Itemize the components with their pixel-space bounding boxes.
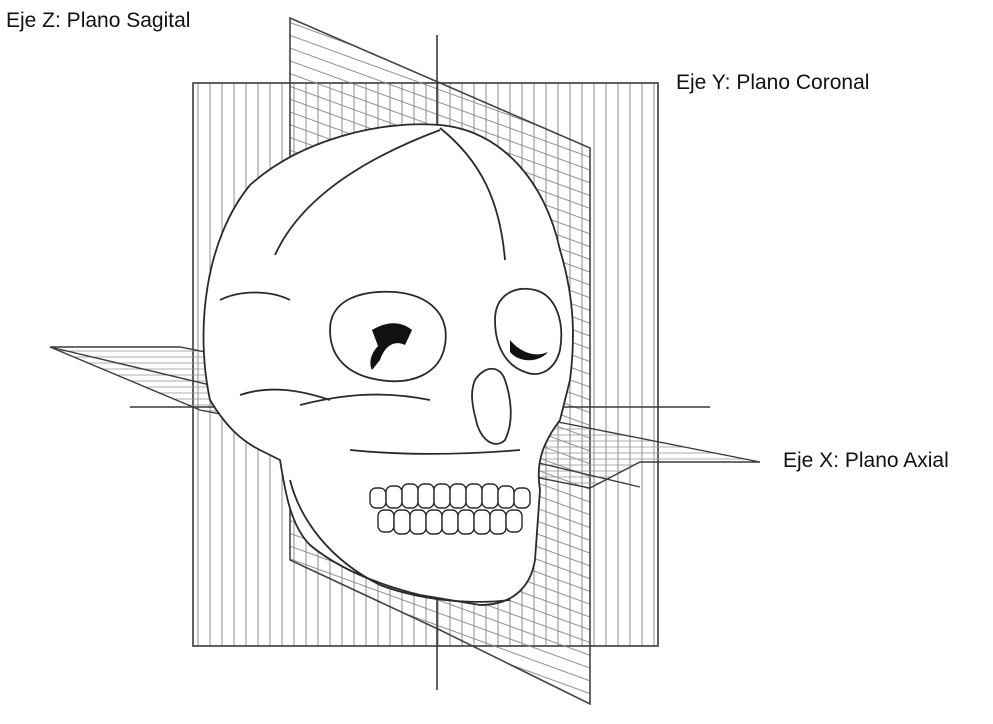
sagittal-plane-label: Eje Z: Plano Sagital [6,10,190,31]
coronal-plane-label: Eje Y: Plano Coronal [676,72,869,93]
axial-plane-label: Eje X: Plano Axial [783,450,949,471]
